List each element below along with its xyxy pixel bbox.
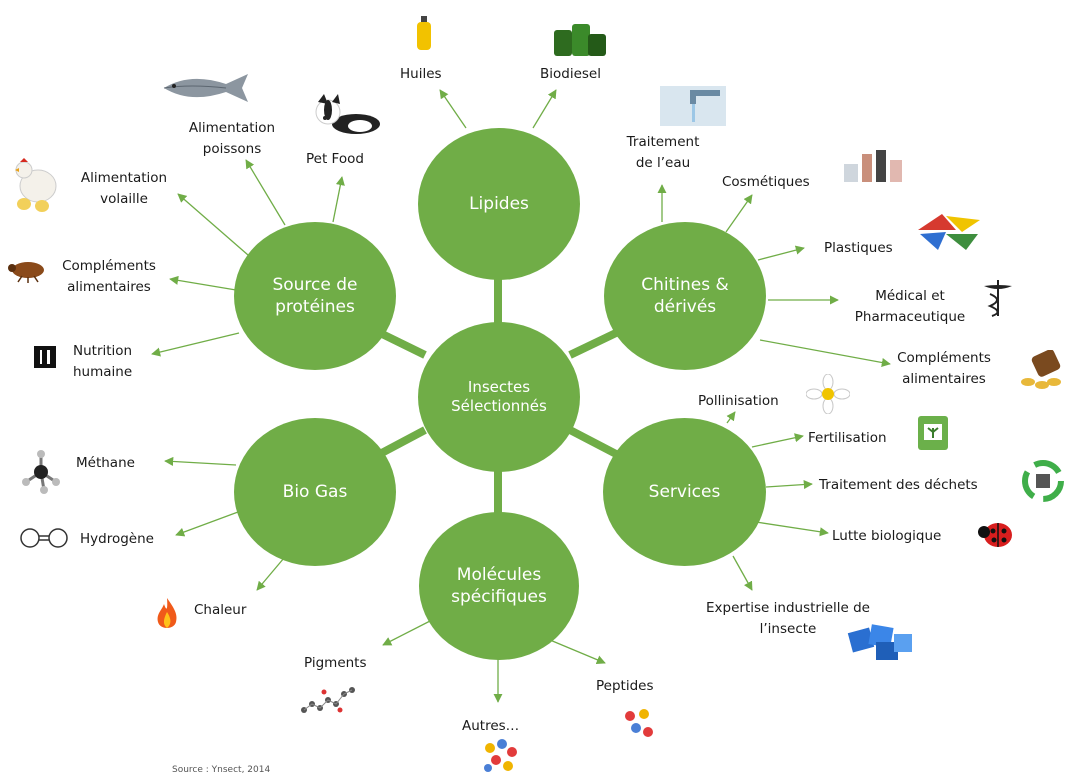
label-plastiques: Plastiques	[824, 240, 893, 256]
center-label: Insectes Sélectionnés	[451, 377, 547, 416]
label-complements-prot: Compléments alimentaires	[62, 258, 156, 295]
label-huiles: Huiles	[400, 66, 442, 82]
label-biodiesel: Biodiesel	[540, 66, 601, 82]
fish-icon	[160, 70, 252, 106]
source-caption: Source : Ynsect, 2014	[172, 765, 271, 775]
water-tap-icon	[660, 86, 726, 126]
hub-proteines: Source de protéines	[234, 222, 396, 370]
label-autres: Autres…	[462, 718, 520, 734]
label-traitement-eau: Traitement de l’eau	[626, 134, 700, 171]
hub-proteines-label: Source de protéines	[272, 274, 358, 317]
label-expertise: Expertise industrielle de l’insecte	[706, 600, 870, 637]
pigment-molecule-icon	[298, 680, 360, 720]
hub-chitines-label: Chitines & dérivés	[641, 274, 729, 317]
flame-icon	[154, 596, 180, 632]
dog-icon	[310, 90, 388, 138]
hub-services: Services	[603, 418, 766, 566]
label-medical: Médical et Pharmaceutique	[854, 288, 966, 325]
label-fertilisation: Fertilisation	[808, 430, 887, 446]
ladybug-icon	[974, 518, 1018, 550]
label-cosmetiques: Cosmétiques	[722, 174, 810, 190]
hub-biogas-label: Bio Gas	[282, 481, 348, 502]
supplement-pills-icon	[1020, 350, 1066, 390]
insect-larva-icon	[6, 256, 48, 284]
hub-lipides: Lipides	[418, 128, 580, 280]
hub-services-label: Services	[648, 481, 721, 502]
cosmetics-icon	[840, 148, 906, 184]
label-volaille: Alimentation volaille	[80, 170, 168, 207]
leaf-arrows	[151, 89, 891, 703]
label-lutte: Lutte biologique	[832, 528, 942, 544]
peptide-molecule-icon	[620, 706, 656, 742]
hub-molecules: Molécules spécifiques	[419, 512, 579, 660]
methane-molecule-icon	[22, 448, 60, 494]
hub-biogas: Bio Gas	[234, 418, 396, 566]
daisy-flower-icon	[806, 374, 850, 414]
cutlery-icon	[34, 346, 56, 368]
label-petfood: Pet Food	[306, 151, 364, 167]
label-hydrogene: Hydrogène	[80, 531, 154, 547]
label-complements-chitine: Compléments alimentaires	[897, 350, 991, 387]
label-pollinisation: Pollinisation	[698, 393, 779, 409]
hub-lipides-label: Lipides	[469, 193, 529, 214]
label-peptides: Peptides	[596, 678, 654, 694]
hub-molecules-label: Molécules spécifiques	[451, 564, 547, 607]
molecule-cluster-icon	[480, 738, 522, 775]
hydrogen-molecule-icon	[18, 526, 70, 550]
oil-bottle-icon	[414, 16, 434, 52]
caduceus-icon	[982, 278, 1014, 318]
plastic-pellets-icon	[916, 212, 982, 252]
label-methane: Méthane	[76, 455, 135, 471]
fertilizer-bag-icon	[912, 414, 954, 452]
label-traitement-dechets: Traitement des déchets	[819, 477, 978, 493]
label-poissons: Alimentation poissons	[188, 120, 276, 157]
barrels-icon	[550, 16, 608, 58]
label-chaleur: Chaleur	[194, 602, 247, 618]
label-pigments: Pigments	[304, 655, 367, 671]
recycle-icon	[1020, 460, 1066, 502]
hub-chitines: Chitines & dérivés	[604, 222, 766, 370]
hub-connectors	[376, 260, 620, 530]
center-node: Insectes Sélectionnés	[418, 322, 580, 472]
puzzle-pieces-icon	[846, 620, 916, 664]
chicken-icon	[10, 156, 62, 214]
label-nutrition: Nutrition humaine	[73, 343, 133, 380]
